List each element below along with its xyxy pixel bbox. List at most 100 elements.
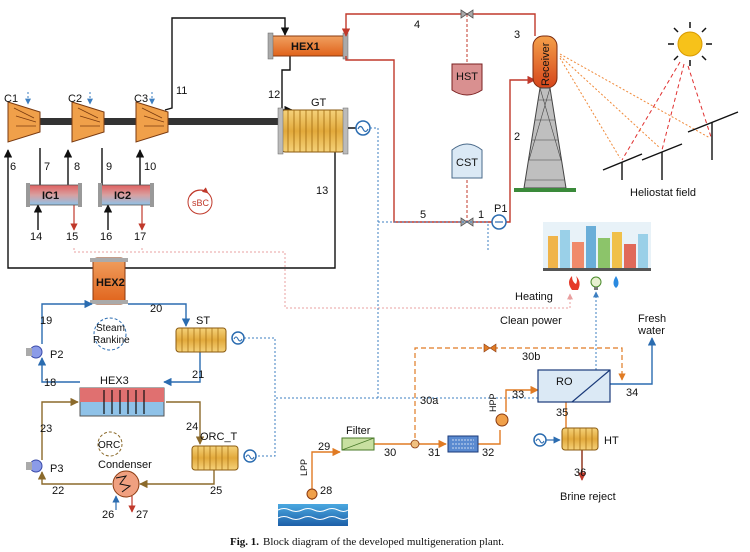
label-p1: P1 [494, 203, 507, 215]
compressor-c2 [71, 101, 105, 143]
filter [341, 437, 375, 451]
stream-6: 6 [10, 161, 16, 173]
label-ht: HT [604, 435, 619, 447]
label-c3: C3 [134, 93, 148, 105]
label-ic2: IC2 [114, 190, 131, 202]
condenser-water [112, 495, 136, 513]
label-heliostat-field: Heliostat field [630, 187, 696, 199]
label-orc: ORC [98, 440, 120, 451]
stream-1: 1 [478, 209, 484, 221]
stream-21: 21 [192, 369, 204, 381]
label-cst: CST [456, 157, 478, 169]
stream-5: 5 [420, 209, 426, 221]
gas-turbine [277, 107, 349, 155]
label-rankine: Rankine [93, 335, 130, 346]
generator-orc [243, 449, 257, 463]
label-receiver: Receiver [540, 42, 552, 86]
figure-caption: Fig. 1. Block diagram of the developed mu… [230, 536, 504, 548]
stream-30: 30 [384, 447, 396, 459]
label-heating: Heating [515, 291, 553, 303]
label-brine-reject: Brine reject [560, 491, 616, 503]
condenser [112, 470, 140, 498]
stream-30b: 30b [522, 351, 540, 363]
stream-16: 16 [100, 231, 112, 243]
valve-top [460, 9, 474, 19]
label-hex3: HEX3 [100, 375, 129, 387]
hex3 [79, 387, 165, 417]
generator-st [231, 331, 245, 345]
stream-numbers: 1 2 3 4 5 6 7 8 9 10 11 12 13 14 15 16 1… [10, 19, 638, 521]
high-pressure-pump [495, 413, 509, 427]
generator-ht [533, 433, 547, 447]
orc-lines [37, 397, 215, 489]
solar-loop-lines [341, 13, 536, 223]
label-orc-t: ORC_T [200, 431, 238, 443]
stream-8: 8 [74, 161, 80, 173]
ro-unit [537, 369, 611, 403]
power-lines [244, 127, 599, 457]
hot-storage-tank [451, 63, 483, 96]
label-hst: HST [456, 71, 478, 83]
stream-29: 29 [318, 441, 330, 453]
label-lpp: LPP [299, 459, 309, 476]
stream-24: 24 [186, 421, 198, 433]
label-steam: Steam [96, 323, 125, 334]
heating-lines [73, 248, 573, 309]
desal-recycle [414, 347, 626, 438]
label-water: water [637, 325, 665, 337]
label-fresh: Fresh [638, 313, 666, 325]
stream-9: 9 [106, 161, 112, 173]
steam-rankine-badge [93, 317, 127, 351]
stream-35: 35 [556, 407, 568, 419]
stream-30a: 30a [420, 395, 439, 407]
label-c1: C1 [4, 93, 18, 105]
stream-26: 26 [102, 509, 114, 521]
water-drop-icon [613, 276, 619, 288]
stream-18: 18 [44, 377, 56, 389]
label-c2: C2 [68, 93, 82, 105]
stream-32: 32 [482, 447, 494, 459]
low-pressure-pump [306, 488, 318, 500]
label-ic1: IC1 [42, 190, 59, 202]
valve-30b [483, 343, 497, 353]
stream-19: 19 [40, 315, 52, 327]
heating-icon [569, 276, 580, 290]
caption-prefix: Fig. 1. [230, 536, 259, 548]
pump-p2 [26, 345, 43, 359]
label-p3: P3 [50, 463, 63, 475]
label-hpp: HPP [488, 393, 498, 412]
heliostat-field [602, 111, 739, 180]
label-gt: GT [311, 97, 327, 109]
pump-p3 [26, 459, 43, 473]
label-condenser: Condenser [98, 459, 152, 471]
stream-36: 36 [574, 467, 586, 479]
orc-badge [97, 431, 123, 457]
stream-15: 15 [66, 231, 78, 243]
pump-p1 [491, 214, 507, 230]
label-clean-power: Clean power [500, 315, 562, 327]
label-hex1: HEX1 [291, 41, 320, 53]
stream-25: 25 [210, 485, 222, 497]
compressor-c3 [135, 101, 169, 143]
cartridge [447, 435, 479, 453]
compressor-inlets [25, 92, 155, 105]
desal-lines [311, 385, 567, 500]
stream-10: 10 [144, 161, 156, 173]
city-skyline [543, 222, 651, 271]
stream-17: 17 [134, 231, 146, 243]
stream-2: 2 [514, 131, 520, 143]
stream-14: 14 [30, 231, 42, 243]
label-filter: Filter [346, 425, 371, 437]
compressor-c1 [7, 101, 41, 143]
label-ro: RO [556, 376, 573, 388]
stream-7: 7 [44, 161, 50, 173]
power-bulb-icon [590, 276, 602, 290]
stream-23: 23 [40, 423, 52, 435]
label-p2: P2 [50, 349, 63, 361]
solar-tower [514, 35, 576, 192]
rankine-lines [37, 299, 201, 387]
stream-13: 13 [316, 185, 328, 197]
caption-text: Block diagram of the developed multigene… [263, 536, 504, 548]
stream-28: 28 [320, 485, 332, 497]
